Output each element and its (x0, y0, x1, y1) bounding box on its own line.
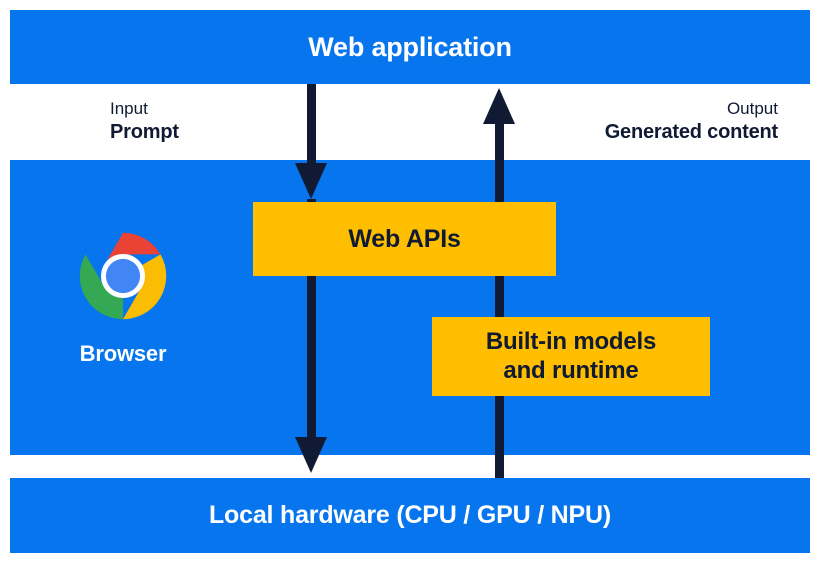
input-value-label: Prompt (110, 120, 179, 143)
web-apis-box: Web APIs (253, 202, 556, 276)
input-caption: Input Prompt (110, 98, 179, 145)
output-kind-label: Output (726, 99, 778, 118)
builtin-models-box: Built-in models and runtime (432, 317, 710, 396)
web-application-label: Web application (308, 32, 512, 62)
local-hardware-band: Local hardware (CPU / GPU / NPU) (10, 478, 810, 553)
arrow-shaft (307, 199, 316, 449)
arrow-head-down-icon (295, 437, 327, 473)
builtin-models-line-2: and runtime (503, 356, 639, 384)
arrow-shaft (495, 122, 504, 480)
web-apis-box-label: Web APIs (348, 224, 461, 253)
arrow-head-up-icon (483, 88, 515, 124)
web-application-band: Web application (10, 10, 810, 84)
input-kind-label: Input (110, 99, 148, 118)
arrow-shaft (307, 84, 316, 179)
arrow-head-down-icon (295, 163, 327, 199)
builtin-models-line-1: Built-in models (485, 327, 657, 355)
browser-label: Browser (79, 341, 167, 366)
local-hardware-label: Local hardware (CPU / GPU / NPU) (208, 501, 611, 529)
output-value-label: Generated content (604, 120, 779, 143)
builtin-models-box-label: Built-in models and runtime (485, 327, 657, 386)
output-caption: Output Generated content (604, 98, 779, 145)
chrome-logo-icon (78, 231, 168, 321)
